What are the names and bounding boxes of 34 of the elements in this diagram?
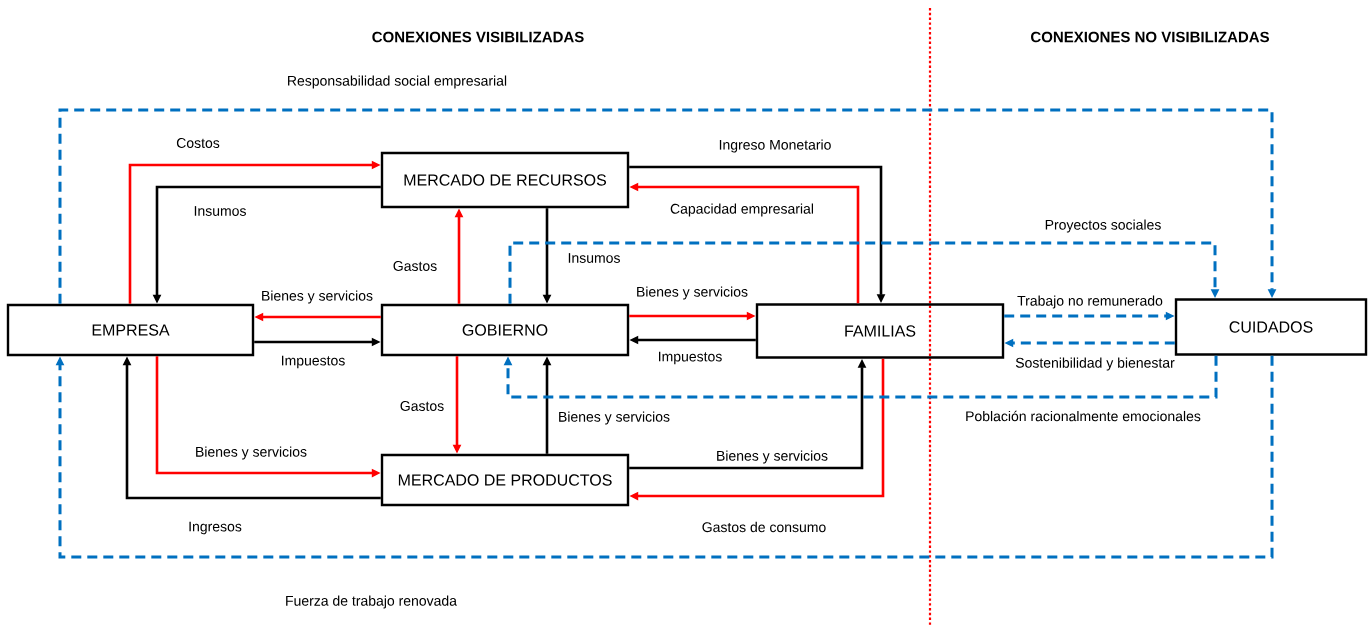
edge-label: Responsabilidad social empresarial: [285, 74, 509, 90]
edge-label: Bienes y servicios: [194, 445, 309, 461]
edge-label: Bienes y servicios: [715, 449, 830, 465]
edge-label: Impuestos: [656, 350, 724, 366]
edge-label: Bienes y servicios: [635, 285, 750, 301]
process-box: CUIDADOS: [1174, 298, 1368, 356]
edge-label: Ingresos: [187, 520, 243, 536]
edge-label: Ingreso Monetario: [717, 138, 833, 154]
heading: CONEXIONES VISIBILIZADAS: [372, 31, 584, 43]
edge-label: Capacidad empresarial: [669, 202, 815, 218]
edge-label: Bienes y servicios: [557, 410, 672, 426]
arrow: [508, 241, 1220, 304]
edge-label: Fuerza de trabajo renovada: [284, 594, 458, 610]
process-box: GOBIERNO: [380, 303, 630, 357]
edge-label: Gastos de consumo: [700, 520, 828, 534]
edge-label: Trabajo no remunerado: [1016, 294, 1164, 310]
edge-label: Impuestos: [279, 354, 347, 370]
process-box: MERCADO DE RECURSOS: [380, 151, 630, 209]
arrow: [58, 108, 1277, 304]
process-box: MERCADO DE PRODUCTOS: [380, 453, 630, 507]
edge-label: Insumos: [192, 205, 248, 217]
edge-label: Insumos: [566, 252, 622, 264]
process-box: FAMILIAS: [755, 303, 1005, 359]
edge-label: Población racionalmente emocionales: [964, 409, 1202, 423]
edge-label: Gastos: [398, 400, 446, 412]
arrow: [55, 355, 1274, 559]
edge-label: Proyectos sociales: [1043, 218, 1163, 234]
arrow: [503, 355, 1218, 399]
edge-label: Bienes y servicios: [260, 289, 375, 305]
process-box: EMPRESA: [6, 303, 255, 357]
edge-label: Gastos: [391, 260, 439, 272]
heading: CONEXIONES NO VISIBILIZADAS: [1031, 31, 1269, 43]
edge-label: Costos: [175, 137, 221, 149]
edge-label: Sostenibilidad y bienestar: [1014, 356, 1176, 372]
